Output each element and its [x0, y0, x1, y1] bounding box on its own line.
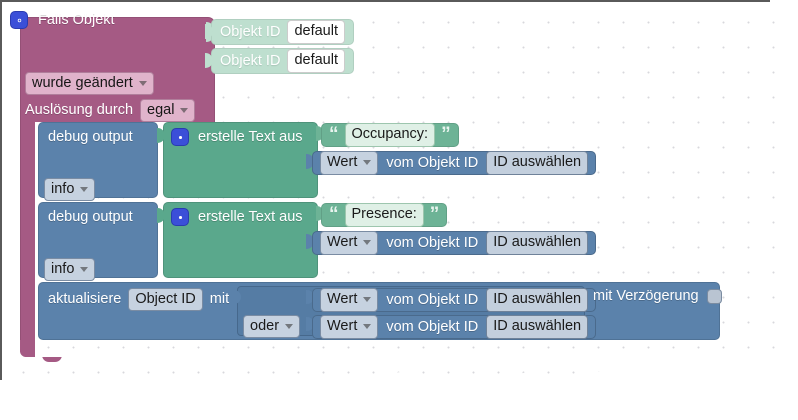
get-value-block-1[interactable]: Wert vom Objekt ID ID auswählen — [312, 151, 597, 175]
operand-tab-1 — [306, 290, 314, 304]
get-value-object-3: ID auswählen — [493, 291, 582, 308]
string-tab-2 — [316, 206, 324, 221]
quote-close-icon: ” — [441, 124, 451, 146]
debug-output-label-1: debug output — [48, 129, 133, 145]
debug-severity-value-1: info — [51, 181, 75, 197]
get-value-object-4: ID auswählen — [493, 318, 582, 335]
chevron-down-icon — [363, 240, 372, 245]
object-id-label-1: Objekt ID — [220, 23, 281, 40]
string-block-presence[interactable]: “ Presence: ” — [321, 203, 448, 227]
trigger-source-value: egal — [147, 102, 175, 118]
object-id-field-1[interactable]: default — [287, 20, 345, 44]
text-join-tab-2 — [157, 208, 165, 223]
get-value-middle-label-4: vom Objekt ID — [386, 318, 479, 335]
gear-icon[interactable] — [10, 11, 28, 29]
object-id-block-1[interactable]: Objekt ID default — [211, 19, 354, 45]
get-value-object-field-2[interactable]: ID auswählen — [486, 231, 589, 255]
string-block-occupancy[interactable]: “ Occupancy: ” — [321, 123, 459, 147]
chevron-down-icon — [363, 297, 372, 302]
gear-icon[interactable] — [171, 208, 189, 226]
chevron-down-icon — [80, 266, 89, 272]
debug-severity-dropdown-1[interactable]: info — [44, 178, 96, 202]
debug-severity-dropdown-2[interactable]: info — [44, 258, 96, 282]
trigger-condition-dropdown[interactable]: wurde geändert — [25, 72, 154, 96]
text-join-tab-1 — [157, 128, 165, 143]
logic-operator-dropdown[interactable]: oder — [243, 315, 301, 339]
update-delay-label: mit Verzögerung — [593, 288, 699, 305]
get-value-attribute-4: Wert — [327, 318, 358, 335]
get-value-tab-2 — [306, 234, 314, 249]
quote-open-icon: “ — [329, 204, 339, 226]
text-join-title-1: erstelle Text aus — [171, 128, 303, 146]
trigger-source-dropdown[interactable]: egal — [140, 99, 196, 123]
get-value-attribute-dropdown-1[interactable]: Wert — [320, 151, 379, 175]
trigger-condition-label: wurde geändert — [32, 75, 133, 91]
trigger-title-label: Falls Objekt — [38, 11, 115, 28]
debug-output-label-2: debug output — [48, 209, 133, 225]
get-value-middle-label-2: vom Objekt ID — [386, 234, 479, 251]
chevron-down-icon — [285, 323, 294, 329]
debug-severity-value-2: info — [51, 261, 75, 277]
get-value-object-1: ID auswählen — [493, 154, 582, 171]
get-value-middle-label-1: vom Objekt ID — [386, 154, 479, 171]
get-value-object-2: ID auswählen — [493, 234, 582, 251]
object-id-label-2: Objekt ID — [220, 52, 281, 69]
trigger-source-row: Auslösung durch egal — [25, 99, 196, 123]
get-value-block-4[interactable]: Wert vom Objekt ID ID auswählen — [312, 315, 597, 339]
string-value-presence: Presence: — [351, 206, 417, 223]
logic-operator-value: oder — [250, 318, 280, 334]
object-id-field-2[interactable]: default — [287, 49, 345, 73]
object-id-tab-1 — [205, 24, 213, 39]
trigger-title-row: Falls Objekt — [10, 11, 115, 29]
get-value-object-field-3[interactable]: ID auswählen — [486, 288, 589, 312]
chevron-down-icon — [80, 186, 89, 192]
trigger-block-bottom-notch — [42, 353, 62, 362]
update-label-row: aktualisiere Object ID mit — [48, 288, 230, 312]
sheet-left-border — [0, 0, 2, 380]
chevron-down-icon — [138, 80, 147, 86]
chevron-down-icon — [180, 107, 189, 113]
text-join-title-2: erstelle Text aus — [171, 208, 303, 226]
quote-open-icon: “ — [329, 124, 339, 146]
string-value-occupancy: Occupancy: — [351, 126, 429, 143]
object-id-value-2: default — [294, 52, 338, 69]
chevron-down-icon — [363, 160, 372, 165]
update-object-field[interactable]: Object ID — [128, 288, 203, 312]
gear-icon[interactable] — [171, 128, 189, 146]
get-value-attribute-dropdown-2[interactable]: Wert — [320, 231, 379, 255]
get-value-attribute-dropdown-4[interactable]: Wert — [320, 315, 379, 339]
chevron-down-icon — [363, 324, 372, 329]
trigger-source-label: Auslösung durch — [25, 102, 134, 119]
get-value-object-field-1[interactable]: ID auswählen — [486, 151, 589, 175]
operand-tab-2 — [306, 317, 314, 331]
update-object-value: Object ID — [135, 291, 196, 307]
get-value-attribute-2: Wert — [327, 234, 358, 251]
text-join-label-2: erstelle Text aus — [198, 208, 303, 225]
string-tab-1 — [316, 126, 324, 141]
update-label: aktualisiere — [48, 291, 122, 308]
logic-tab — [233, 290, 241, 304]
get-value-attribute-dropdown-3[interactable]: Wert — [320, 288, 379, 312]
string-field-presence[interactable]: Presence: — [344, 203, 424, 227]
object-id-tab-2 — [205, 53, 213, 68]
update-delay-checkbox[interactable] — [706, 289, 722, 304]
update-delay-row: mit Verzögerung — [593, 289, 722, 304]
update-with-label: mit — [209, 291, 230, 308]
get-value-tab-1 — [306, 154, 314, 169]
get-value-block-3[interactable]: Wert vom Objekt ID ID auswählen — [312, 288, 597, 312]
string-field-occupancy[interactable]: Occupancy: — [344, 123, 436, 147]
get-value-object-field-4[interactable]: ID auswählen — [486, 315, 589, 339]
get-value-middle-label-3: vom Objekt ID — [386, 291, 479, 308]
object-id-value-1: default — [294, 23, 338, 40]
object-id-block-2[interactable]: Objekt ID default — [211, 48, 354, 74]
sheet-top-border — [0, 0, 770, 2]
get-value-block-2[interactable]: Wert vom Objekt ID ID auswählen — [312, 231, 597, 255]
get-value-attribute-3: Wert — [327, 291, 358, 308]
get-value-attribute-1: Wert — [327, 154, 358, 171]
quote-close-icon: ” — [429, 204, 440, 226]
text-join-label-1: erstelle Text aus — [198, 128, 303, 145]
